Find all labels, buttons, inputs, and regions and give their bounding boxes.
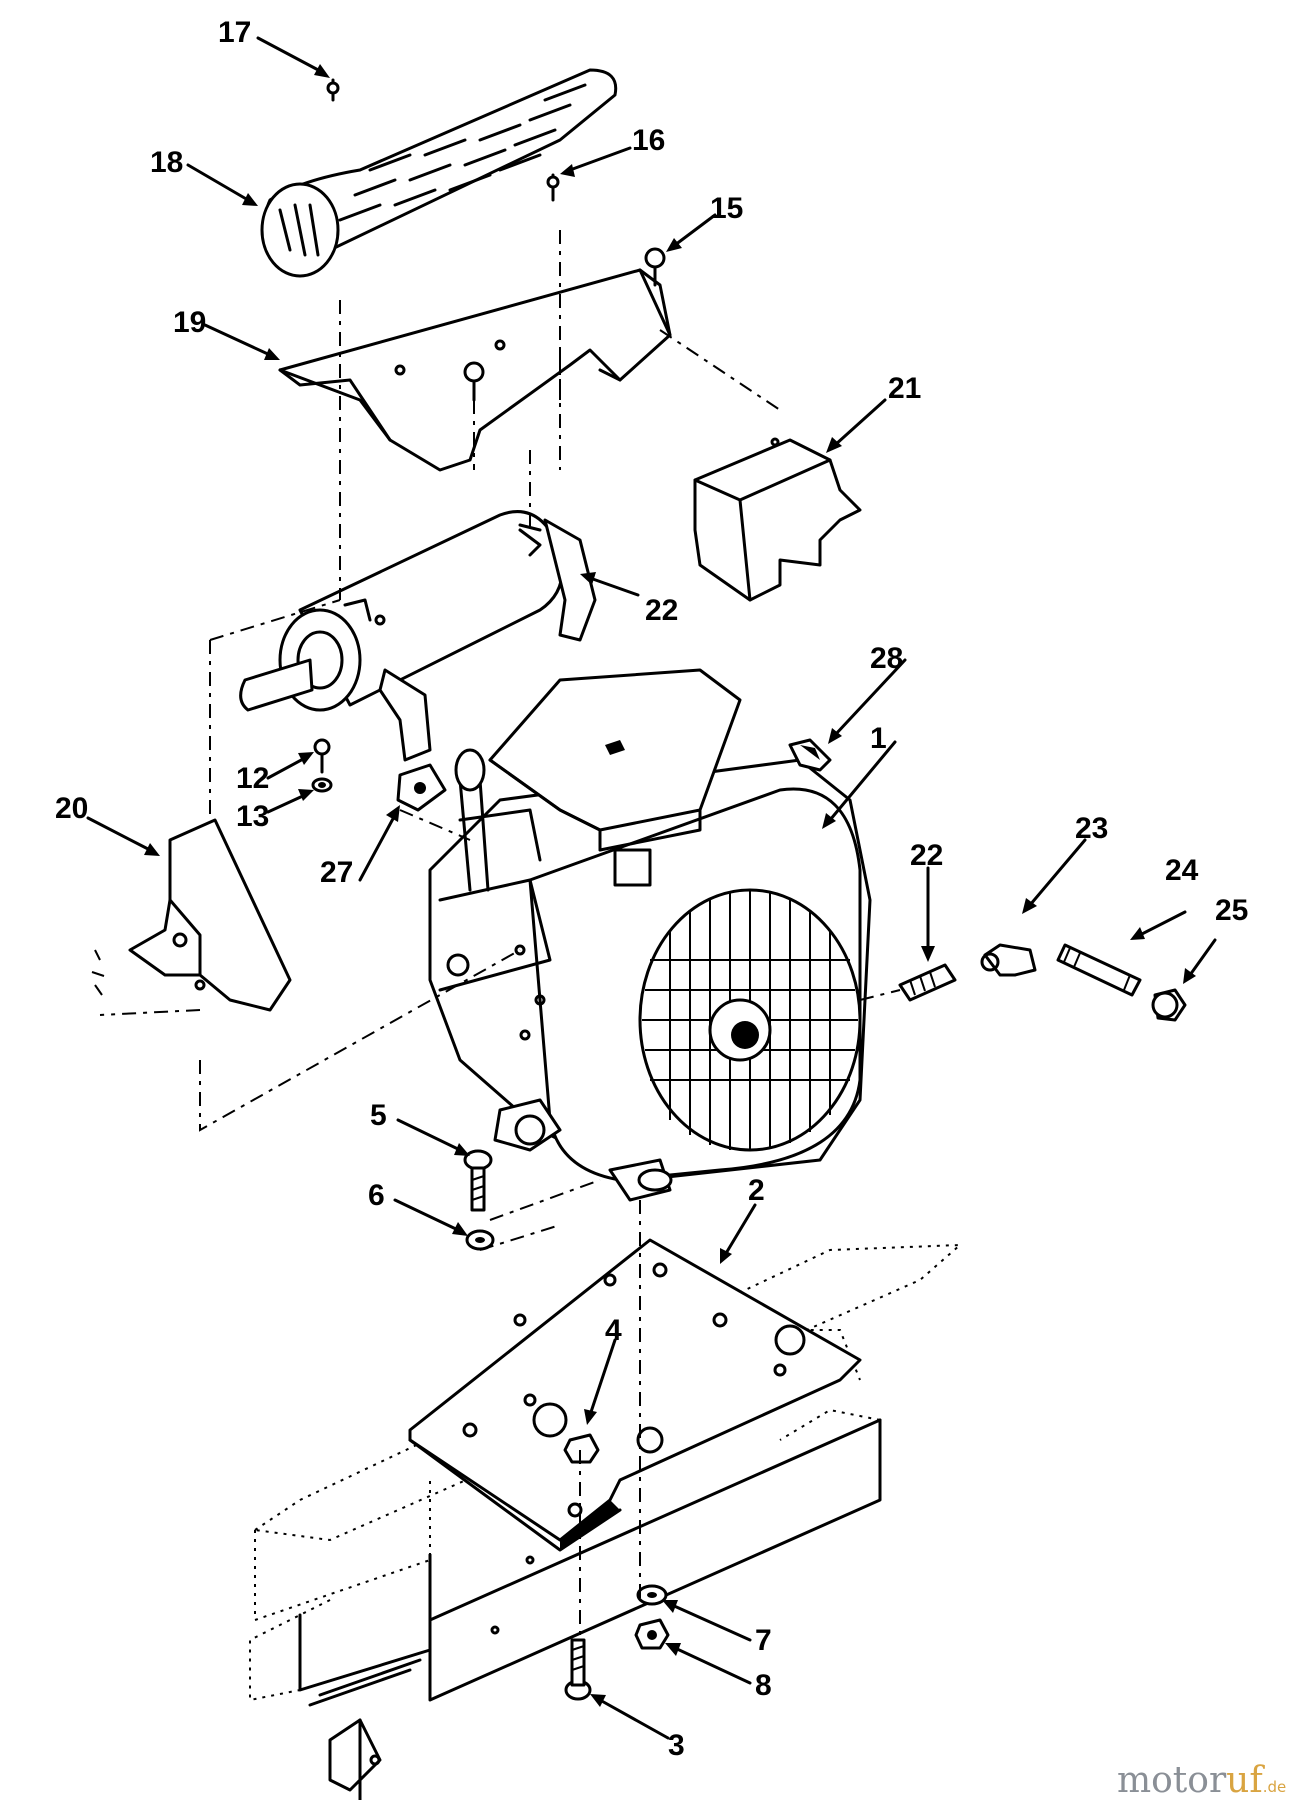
watermark-suffix: .de: [1263, 1778, 1287, 1796]
alignment-lines: [99, 230, 901, 1640]
callout-19: 20: [55, 792, 88, 825]
callout-18: 19: [173, 306, 206, 339]
callout-8: 8: [755, 1669, 772, 1702]
air-cleaner-cover: [693, 437, 862, 602]
watermark-logo: motoruf.de: [1117, 1760, 1286, 1800]
callout-labels: 17 18 16 15 19 21 22 28 1 12 13 20 27 22…: [55, 16, 1248, 1762]
callout-5: 5: [370, 1099, 387, 1132]
callout-20: 21: [888, 372, 921, 405]
guard-slots: [278, 83, 587, 257]
callout-13: 13: [236, 800, 269, 833]
muffler-guard-screen: [260, 68, 618, 278]
callout-7: 7: [755, 1624, 772, 1657]
callout-28: 28: [870, 642, 903, 675]
engine-assembly: [428, 668, 872, 1202]
callout-leaders: [86, 36, 1217, 1740]
callout-22: 22: [910, 839, 943, 872]
side-shield: [91, 818, 292, 1012]
callout-1: 1: [870, 722, 887, 755]
svg-text:motoruf.de: motoruf.de: [1117, 1760, 1286, 1800]
engine-mounting-plate: [408, 1238, 862, 1552]
callout-6: 6: [368, 1179, 385, 1212]
callout-15: 16: [632, 124, 665, 157]
callout-4: 4: [605, 1314, 622, 1347]
watermark-part2: uf: [1226, 1760, 1265, 1800]
callout-21: 22: [645, 594, 678, 627]
callout-2: 2: [748, 1174, 765, 1207]
muffler: [239, 510, 597, 762]
callout-24: 24: [1165, 854, 1199, 887]
callout-17: 18: [150, 146, 183, 179]
callout-25: 25: [1215, 894, 1248, 927]
watermark-part1: motor: [1117, 1760, 1227, 1800]
callout-27: 27: [320, 856, 353, 889]
callout-16: 17: [218, 16, 251, 49]
callout-12: 12: [236, 762, 269, 795]
callout-23: 23: [1075, 812, 1108, 845]
callout-3: 3: [668, 1729, 685, 1762]
callout-14: 15: [710, 192, 743, 225]
small-hardware: [311, 78, 1187, 1701]
